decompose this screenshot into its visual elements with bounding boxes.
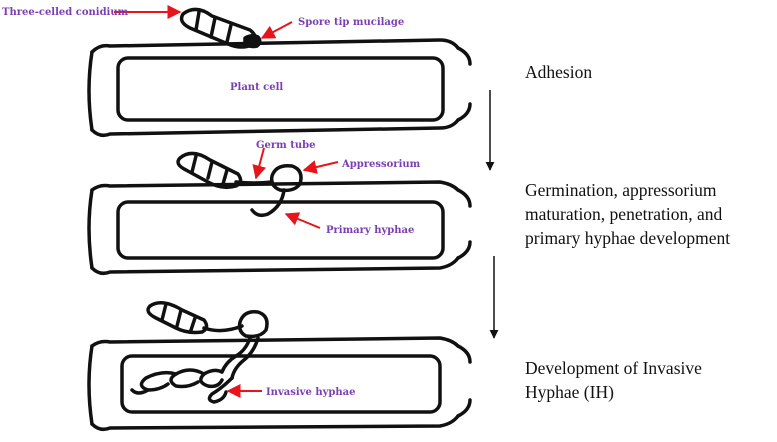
invasive-hyphae <box>130 336 260 404</box>
label-appressorium: Appressorium <box>341 159 421 170</box>
spore-tip-mucilage <box>243 33 262 49</box>
caption-line: Adhesion <box>525 62 593 82</box>
label-invasive-hyphae: Invasive hyphae <box>266 387 356 398</box>
label-three-celled-conidium: Three-celled conidium <box>2 7 129 18</box>
appressorium <box>269 163 303 193</box>
label-primary-hyphae: Primary hyphae <box>326 225 414 236</box>
annotation-arrows <box>114 5 339 398</box>
arrow-mucilage <box>260 21 293 39</box>
stage-caption-invasive: Development of Invasive Hyphae (IH) <box>525 356 702 404</box>
label-spore-tip-mucilage: Spore tip mucilage <box>298 17 404 28</box>
plant-cell-wall-3 <box>87 336 472 432</box>
caption-line: Development of Invasive <box>525 358 702 378</box>
label-germ-tube: Germ tube <box>256 140 315 151</box>
stage-caption-adhesion: Adhesion <box>525 60 592 84</box>
caption-line: primary hyphae development <box>525 228 731 248</box>
panel-adhesion <box>87 7 472 138</box>
caption-line: Hyphae (IH) <box>525 382 614 402</box>
germ-tube <box>234 180 274 185</box>
conidium-2 <box>176 151 243 190</box>
stage-caption-germination: Germination, appressorium maturation, pe… <box>525 178 730 250</box>
caption-line: Germination, appressorium <box>525 180 717 200</box>
panel-invasive <box>87 301 472 432</box>
plant-cell-wall <box>87 38 472 138</box>
progression-arrows <box>485 90 499 339</box>
germ-tube-3 <box>202 324 244 333</box>
panel-germination <box>87 151 472 276</box>
appressorium-3 <box>237 309 269 339</box>
primary-hyphae <box>250 188 286 218</box>
arrow-germ-tube <box>252 147 267 180</box>
plant-cell-wall-2 <box>87 180 472 276</box>
arrow-primary-hyphae <box>284 212 321 229</box>
label-plant-cell: Plant cell <box>230 82 283 93</box>
caption-line: maturation, penetration, and <box>525 204 723 224</box>
arrow-appressorium <box>302 160 339 174</box>
conidium-3 <box>146 301 209 335</box>
